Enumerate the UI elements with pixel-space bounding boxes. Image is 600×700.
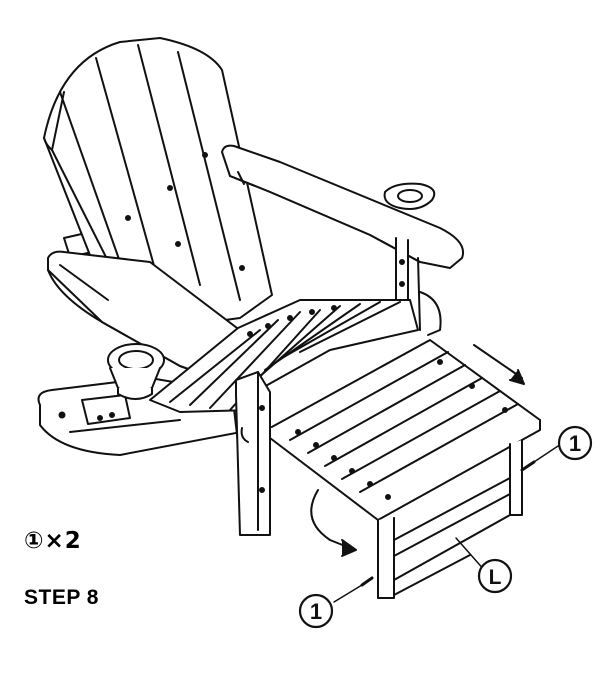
- callout-label: L: [489, 566, 502, 589]
- screw-right: [520, 445, 559, 472]
- callout-screw-right: 1: [557, 425, 593, 461]
- callout-screw-left: 1: [298, 593, 334, 629]
- chair-front-leg: [235, 371, 271, 536]
- chair-seat: [149, 299, 419, 413]
- cup-holder: [107, 343, 165, 400]
- screw-left: [333, 576, 374, 603]
- parts-count-note: ①×2: [24, 528, 82, 554]
- fold-arrow: [310, 489, 357, 557]
- callout-label: 1: [310, 599, 322, 624]
- ottoman-footrest: [269, 339, 541, 599]
- slide-arrow: [473, 344, 525, 385]
- callout-label: 1: [569, 431, 581, 456]
- callout-ottoman: L: [477, 558, 513, 594]
- step-label: STEP 8: [24, 586, 99, 609]
